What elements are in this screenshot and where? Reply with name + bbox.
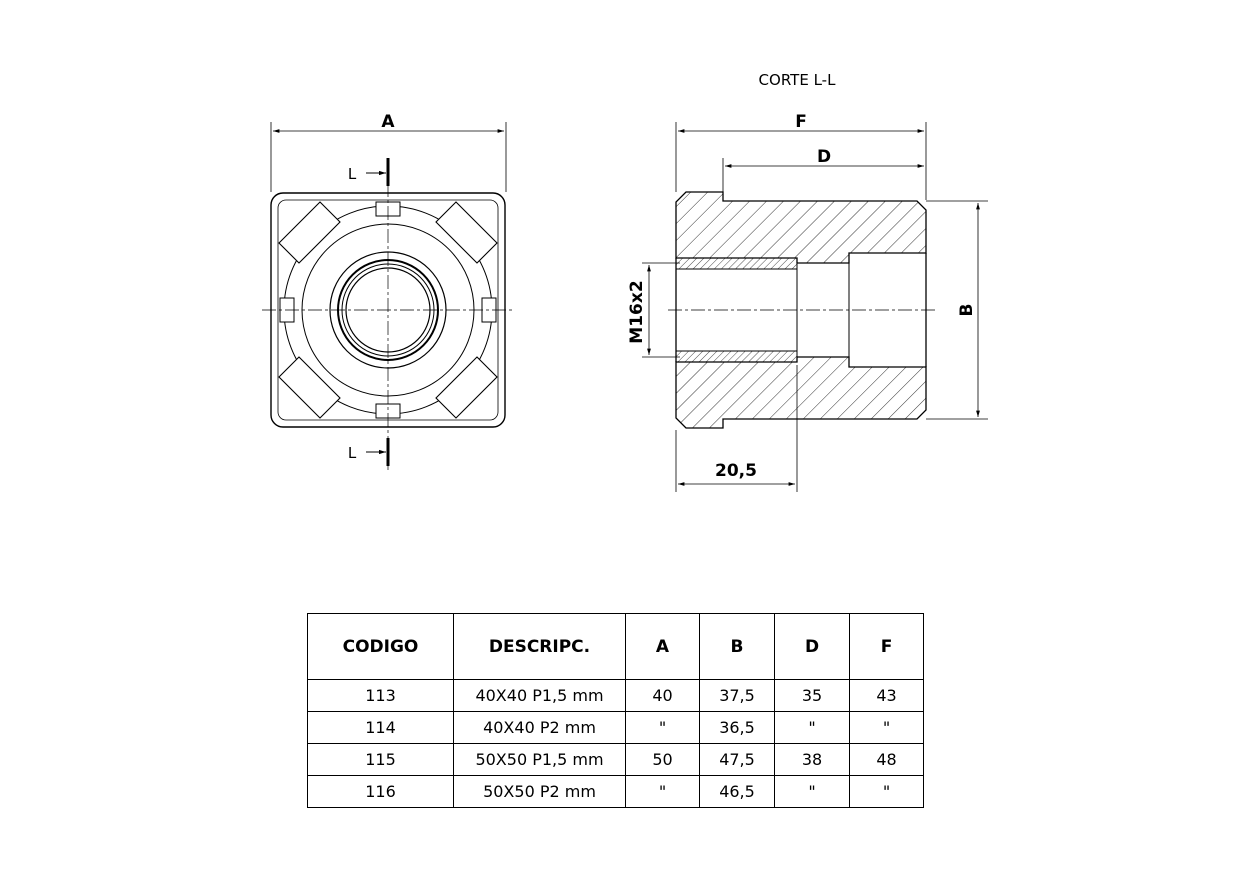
dim-f-label: F xyxy=(795,112,807,132)
cell: 114 xyxy=(307,711,454,744)
dim-a-label: A xyxy=(381,112,395,132)
table-row: 116 50X50 P2 mm " 46,5 " " xyxy=(307,775,924,808)
section-body-lower xyxy=(675,356,927,429)
corner-lugs xyxy=(278,201,498,419)
cell: 40X40 P1,5 mm xyxy=(453,679,626,712)
header-f: F xyxy=(849,613,924,680)
cell: 48 xyxy=(849,743,924,776)
cell: 116 xyxy=(307,775,454,808)
cell: 40 xyxy=(625,679,700,712)
section-view xyxy=(642,122,988,492)
cell: 36,5 xyxy=(699,711,775,744)
dim-b-label: B xyxy=(957,304,977,317)
cell: 38 xyxy=(774,743,850,776)
thread-lower xyxy=(675,350,798,363)
thread-label: M16x2 xyxy=(627,280,647,343)
thread-depth-label: 20,5 xyxy=(715,461,757,481)
header-b: B xyxy=(699,613,775,680)
dim-d-label: D xyxy=(817,147,831,167)
section-label-top: L xyxy=(348,165,357,183)
table-row: 115 50X50 P1,5 mm 50 47,5 38 48 xyxy=(307,743,924,776)
cell: 50 xyxy=(625,743,700,776)
technical-drawing: A L L CORTE L-L xyxy=(262,71,988,492)
front-view xyxy=(262,122,515,470)
spec-table: CODIGO DESCRIPC. A B D F 113 40X40 P1,5 … xyxy=(307,613,924,808)
section-label-bottom: L xyxy=(348,444,357,462)
cell: " xyxy=(849,711,924,744)
cell: 43 xyxy=(849,679,924,712)
header-d: D xyxy=(774,613,850,680)
cell: 115 xyxy=(307,743,454,776)
cell: 46,5 xyxy=(699,775,775,808)
cell: 35 xyxy=(774,679,850,712)
table-row: 114 40X40 P2 mm " 36,5 " " xyxy=(307,711,924,744)
cell: 50X50 P1,5 mm xyxy=(453,743,626,776)
cell: 40X40 P2 mm xyxy=(453,711,626,744)
cell: " xyxy=(774,775,850,808)
header-a: A xyxy=(625,613,700,680)
thread-upper xyxy=(675,257,798,270)
section-body-upper xyxy=(675,191,927,264)
cell: " xyxy=(774,711,850,744)
cell: 113 xyxy=(307,679,454,712)
dimension-a xyxy=(270,122,507,192)
cell: " xyxy=(849,775,924,808)
header-descripc: DESCRIPC. xyxy=(453,613,626,680)
cell: 50X50 P2 mm xyxy=(453,775,626,808)
cell: 37,5 xyxy=(699,679,775,712)
cell: " xyxy=(625,775,700,808)
cell: 47,5 xyxy=(699,743,775,776)
table-row: 113 40X40 P1,5 mm 40 37,5 35 43 xyxy=(307,679,924,712)
section-title: CORTE L-L xyxy=(759,71,837,89)
table-header-row: CODIGO DESCRIPC. A B D F xyxy=(307,613,924,680)
cell: " xyxy=(625,711,700,744)
header-codigo: CODIGO xyxy=(307,613,454,680)
